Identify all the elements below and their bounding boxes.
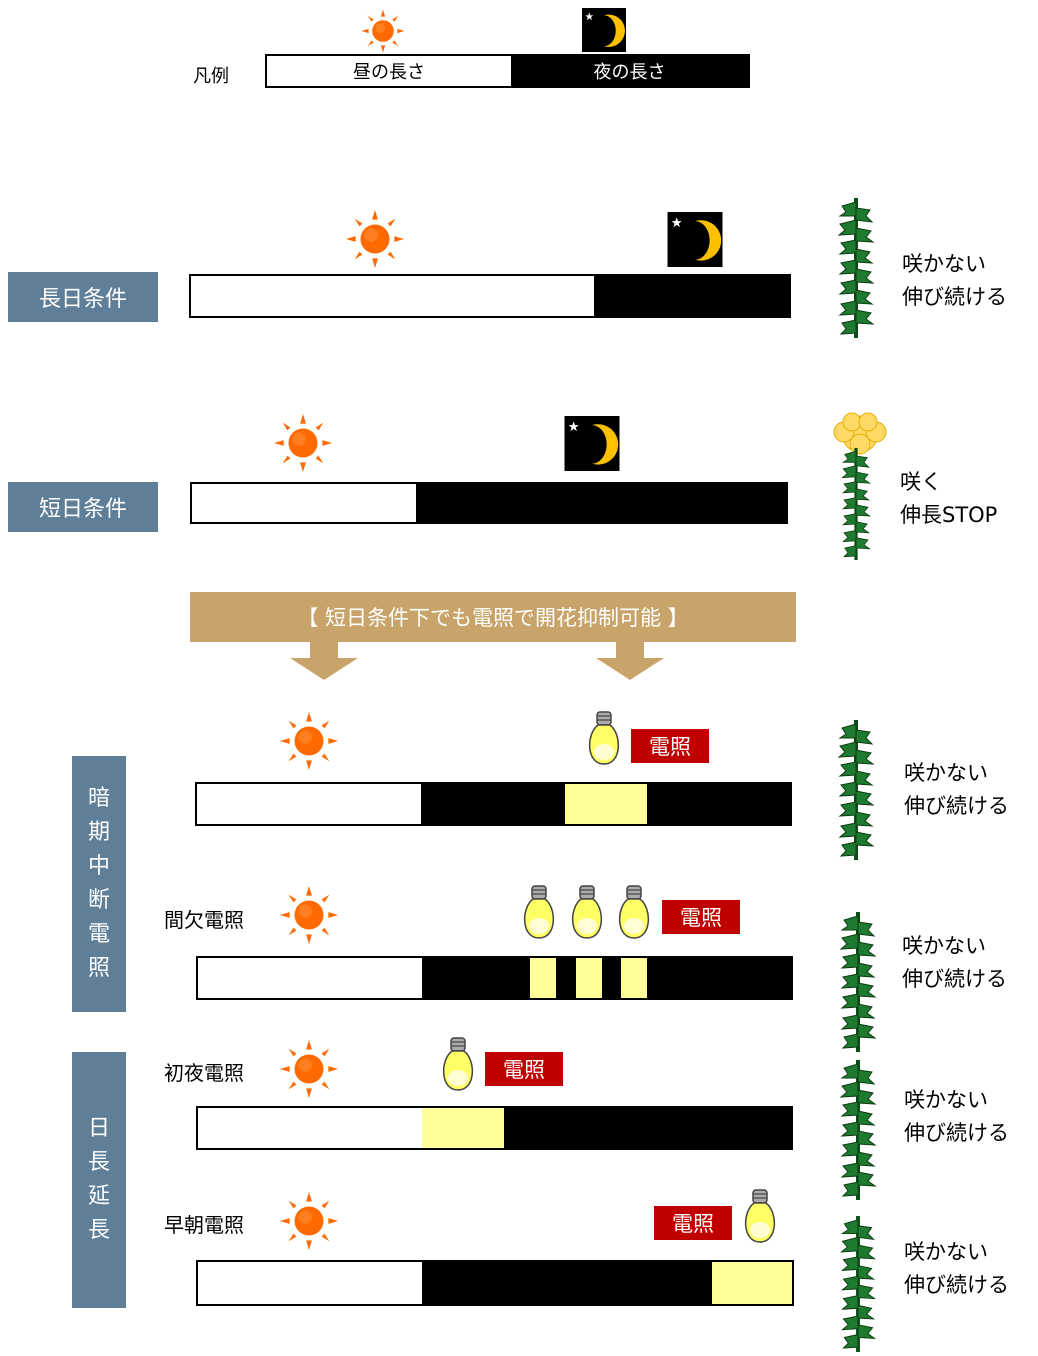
short-day-bar [190, 482, 788, 524]
moon-icon [561, 416, 623, 471]
legend-moon-icon [581, 8, 627, 52]
plant-icon [838, 1216, 878, 1352]
short-day-label: 短日条件 [8, 482, 158, 532]
long-day-bar [189, 274, 791, 318]
long-day-result: 咲かない 伸び続ける [902, 252, 1007, 309]
plant-icon [838, 912, 878, 1052]
lighting-tag: 電照 [485, 1052, 563, 1086]
legend-sun-icon [360, 8, 406, 54]
bulb-icon [567, 884, 607, 940]
plant-icon [838, 1060, 878, 1200]
legend-day: 昼の長さ [267, 56, 511, 86]
long-day-label: 長日条件 [8, 272, 158, 322]
early-morning-bar [196, 1260, 794, 1306]
early-morning-label: 早朝電照 [164, 1213, 244, 1237]
lighting-tag: 電照 [631, 729, 709, 763]
lighting-tag: 電照 [662, 900, 740, 934]
legend-title: 凡例 [193, 66, 229, 87]
bulb-icon [519, 884, 559, 940]
moon-icon [664, 212, 726, 267]
down-arrow-icon [596, 640, 664, 680]
bulb-icon [438, 1036, 478, 1092]
early-morning-result: 咲かない 伸び続ける [904, 1240, 1009, 1297]
early-night-bar [196, 1106, 793, 1150]
early-night-result: 咲かない 伸び続ける [904, 1088, 1009, 1145]
sun-icon [276, 1190, 342, 1252]
sun-icon [276, 1038, 342, 1100]
legend-night: 夜の長さ [511, 56, 748, 86]
sun-icon [276, 884, 342, 946]
short-day-result: 咲く 伸長STOP [900, 470, 998, 527]
early-night-label: 初夜電照 [164, 1061, 244, 1085]
intermittent-label: 間欠電照 [164, 908, 244, 932]
flower-icon [833, 412, 887, 455]
banner: 【 短日条件下でも電照で開花抑制可能 】 [190, 592, 796, 642]
sun-icon [342, 208, 408, 270]
down-arrow-icon [290, 640, 358, 680]
plant-icon [836, 448, 876, 560]
plant-icon [836, 720, 876, 860]
sun-icon [276, 710, 342, 772]
night-break-result: 咲かない 伸び続ける [904, 761, 1009, 818]
bulb-icon [740, 1188, 780, 1244]
day-extension-group-label: 日 長 延 長 [72, 1052, 126, 1308]
bulb-icon [584, 710, 624, 766]
sun-icon [270, 412, 336, 474]
intermittent-bar [196, 956, 793, 1000]
night-break-bar [195, 782, 792, 826]
legend-bar: 昼の長さ 夜の長さ [265, 54, 750, 88]
night-break-group-label: 暗 期 中 断 電 照 [72, 756, 126, 1012]
lighting-tag: 電照 [654, 1206, 732, 1240]
intermittent-result: 咲かない 伸び続ける [902, 934, 1007, 991]
bulb-icon [614, 884, 654, 940]
plant-icon [836, 198, 876, 338]
